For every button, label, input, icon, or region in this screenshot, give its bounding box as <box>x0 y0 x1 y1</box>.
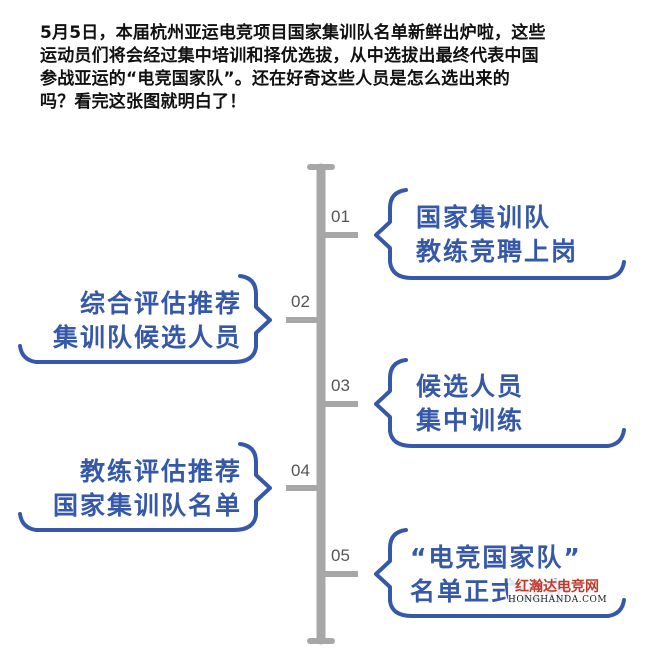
step-label-03: 候选人员 集中训练 <box>416 370 524 438</box>
step-bracket-03 <box>374 358 626 448</box>
intro-paragraph: 5月5日，本届杭州亚运电竞项目国家集训队名单新鲜出炉啦，这些 运动员们将会经过集… <box>40 22 640 114</box>
intro-line: 运动员们将会经过集中培训和择优选拔，从中选拔出最终代表中国 <box>40 46 539 66</box>
step-label-line: “电竞国家队” <box>410 543 582 572</box>
step-label-line: 综合评估推荐 <box>79 289 242 318</box>
step-bracket-02 <box>18 274 272 364</box>
step-label-04: 教练评估推荐 国家集训队名单 <box>20 455 242 523</box>
step-number-03: 03 <box>331 376 350 395</box>
step-label-01: 国家集训队 教练竞聘上岗 <box>416 201 578 269</box>
step-bracket-05 <box>374 528 626 618</box>
step-label-02: 综合评估推荐 集训队候选人员 <box>20 287 242 355</box>
step-number-02: 02 <box>291 292 310 311</box>
step-number-05: 05 <box>331 546 350 565</box>
step-number-04: 04 <box>291 461 310 480</box>
step-bracket-01 <box>374 188 626 280</box>
watermark-logo: 红瀚达电竞网 HONGHANDA.COM <box>508 579 608 606</box>
watermark-cn: 红瀚达电竞网 <box>515 579 599 595</box>
step-label-line: 教练竞聘上岗 <box>416 237 579 266</box>
step-label-line: 教练评估推荐 <box>79 457 242 486</box>
step-label-line: 候选人员 <box>416 372 525 401</box>
step-bracket-04 <box>18 442 272 532</box>
step-label-line: 国家集训队名单 <box>52 491 242 520</box>
step-number-01: 01 <box>331 207 350 226</box>
intro-line: 参战亚运的“电竞国家队”。还在好奇这些人员是怎么选出来的 <box>40 69 510 89</box>
intro-line: 5月5日，本届杭州亚运电竞项目国家集训队名单新鲜出炉啦，这些 <box>40 23 546 43</box>
step-label-line: 集训队候选人员 <box>52 323 242 352</box>
intro-line: 吗？看完这张图就明白了！ <box>40 92 247 112</box>
step-label-line: 集中训练 <box>416 406 525 435</box>
step-label-line: 国家集训队 <box>416 203 552 232</box>
watermark-en: HONGHANDA.COM <box>508 595 608 605</box>
